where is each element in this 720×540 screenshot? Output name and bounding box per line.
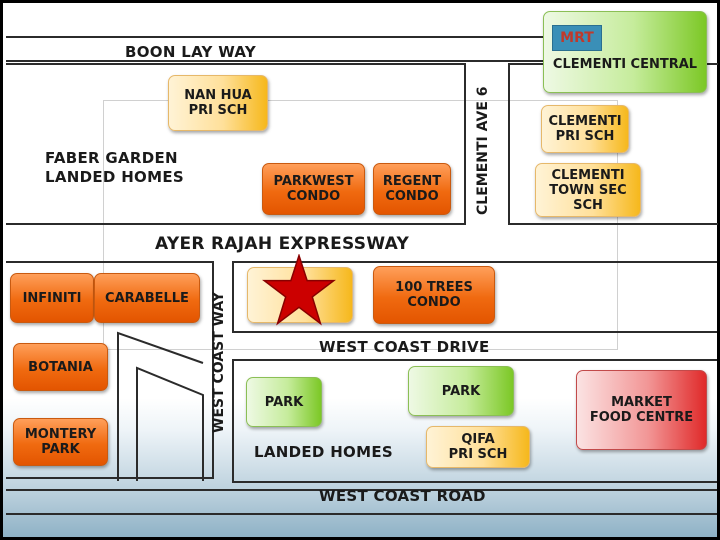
block-north-west — [6, 63, 466, 225]
block-south-east — [232, 359, 717, 483]
west-coast-way-label: WEST COAST WAY — [211, 291, 227, 433]
block-star-row — [232, 261, 717, 333]
regent-condo-box[interactable]: REGENT CONDO — [373, 163, 451, 215]
ayer-rajah-expressway-label: AYER RAJAH EXPRESSWAY — [155, 234, 410, 254]
west-coast-road-label: WEST COAST ROAD — [319, 487, 486, 505]
market-food-centre-box[interactable]: MARKET FOOD CENTRE — [576, 370, 707, 450]
clementi-town-sec-sch-box[interactable]: CLEMENTI TOWN SEC SCH — [535, 163, 641, 217]
mrt-label: MRT — [560, 30, 594, 46]
block-south-west — [6, 261, 214, 479]
park-right-box[interactable]: PARK — [408, 366, 514, 416]
parkwest-condo-box[interactable]: PARKWEST CONDO — [262, 163, 365, 215]
west-coast-drive-label: WEST COAST DRIVE — [319, 338, 490, 356]
boon-lay-way-road — [6, 36, 706, 62]
clementi-ave-6-label: CLEMENTI AVE 6 — [475, 86, 491, 215]
mrt-badge[interactable]: MRT — [552, 25, 602, 51]
botania-condo-box[interactable]: BOTANIA — [13, 343, 108, 391]
montery-park-box[interactable]: MONTERY PARK — [13, 418, 108, 466]
map-canvas: BOON LAY WAY CLEMENTI AVE 6 AYER RAJAH E… — [3, 3, 718, 537]
faber-garden-label: FABER GARDEN LANDED HOMES — [45, 149, 184, 186]
park-left-box[interactable]: PARK — [246, 377, 322, 427]
west-coast-road-road — [6, 489, 717, 515]
qifa-pri-sch-box[interactable]: QIFA PRI SCH — [426, 426, 530, 468]
clementi-pri-sch-box[interactable]: CLEMENTI PRI SCH — [541, 105, 629, 153]
infiniti-condo-box[interactable]: INFINITI — [10, 273, 94, 323]
nan-hua-pri-sch-box[interactable]: NAN HUA PRI SCH — [168, 75, 268, 131]
location-star-icon — [262, 254, 336, 326]
slip-roads — [117, 331, 204, 481]
boon-lay-way-label: BOON LAY WAY — [125, 43, 257, 61]
clementi-central-box[interactable]: CLEMENTI CENTRAL — [543, 11, 707, 93]
landed-homes-label: LANDED HOMES — [254, 443, 393, 461]
clementi-central-label: CLEMENTI CENTRAL — [552, 57, 698, 72]
grid-frame — [103, 100, 618, 350]
100-trees-condo-box[interactable]: 100 TREES CONDO — [373, 266, 495, 324]
carabelle-condo-box[interactable]: CARABELLE — [94, 273, 200, 323]
